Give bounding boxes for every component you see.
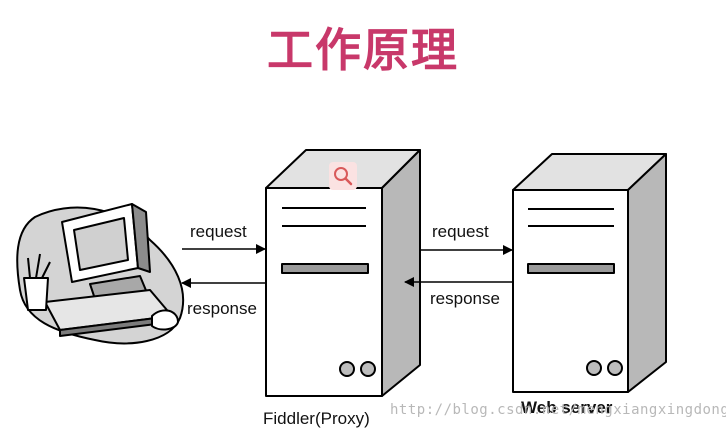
label-request-right: request xyxy=(432,222,489,241)
label-response-right: response xyxy=(430,289,500,308)
label-response-left: response xyxy=(187,299,257,318)
web-server-tower xyxy=(512,153,667,393)
label-proxy-server: Fiddler(Proxy) xyxy=(263,409,370,428)
label-request-left: request xyxy=(190,222,247,241)
label-web-server: Web server xyxy=(521,398,613,417)
page-title: 工作原理 xyxy=(267,23,459,77)
proxy-server-tower xyxy=(265,149,421,397)
magnifier-icon[interactable] xyxy=(329,162,357,190)
computer-icon xyxy=(16,203,185,345)
watermark: http://blog.csdn.net/mengxiangxingdong xyxy=(390,402,726,418)
